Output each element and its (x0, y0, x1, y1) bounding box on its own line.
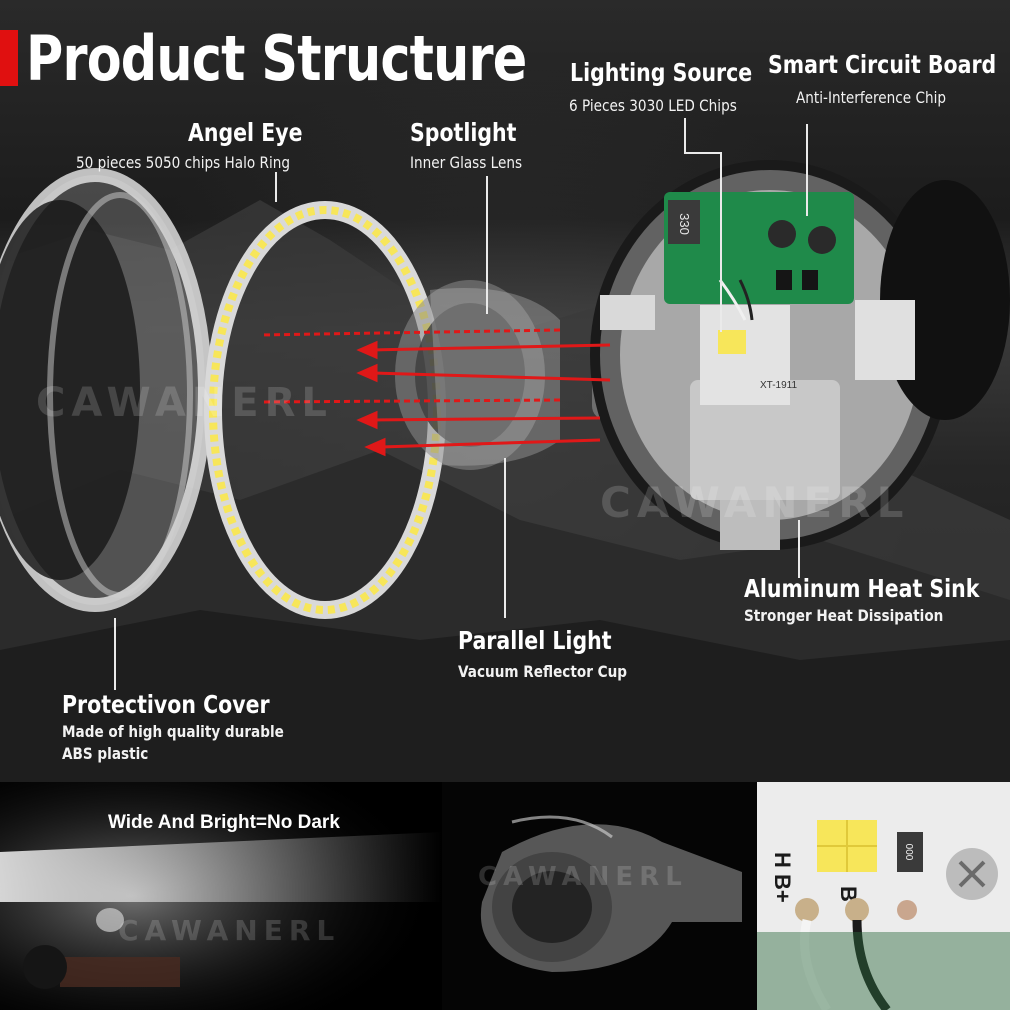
label-aluminum-heat-sink-subtitle: Stronger Heat Dissipation (744, 606, 944, 625)
beam-caption: Wide And Bright=No Dark (108, 812, 340, 833)
pcb-code: XT-1911 (760, 380, 797, 391)
label-angel-eye-subtitle: 50 pieces 5050 chips Halo Ring (76, 153, 290, 172)
label-aluminum-heat-sink-title: Aluminum Heat Sink (744, 574, 980, 603)
leader-line (798, 520, 800, 578)
label-lighting-source-title: Lighting Source (570, 58, 753, 87)
product-illustration: 330 XT-1911 (0, 168, 940, 619)
beam-illustration (0, 782, 442, 1010)
light-direction-arrows (259, 328, 611, 457)
watermark: CAWANERL (118, 914, 341, 947)
pin-label-hb: H B+ (770, 852, 795, 903)
watermark: CAWANERL (600, 478, 910, 527)
resistor-marking: 000 (903, 844, 914, 861)
label-spotlight-title: Spotlight (410, 118, 517, 147)
reflector-lens-panel: CAWANERL (442, 782, 757, 1010)
component-marking: 330 (677, 213, 692, 235)
label-spotlight-subtitle: Inner Glass Lens (410, 153, 523, 172)
page-title: Product Structure (26, 22, 527, 95)
protection-cover-lens (0, 168, 212, 612)
leader-line (504, 458, 506, 618)
leader-line (684, 152, 722, 154)
watermark: CAWANERL (478, 862, 688, 892)
leader-line (806, 124, 808, 216)
aluminum-heat-sink-part (600, 295, 915, 550)
label-smart-circuit-board-subtitle: Anti-Interference Chip (796, 88, 946, 107)
circuit-board: 330 XT-1911 (664, 192, 854, 405)
label-protection-cover-subtitle-line2: ABS plastic (62, 744, 149, 763)
leader-line (275, 172, 277, 202)
leader-line (720, 152, 722, 332)
leader-line (486, 176, 488, 314)
leader-line (114, 618, 116, 690)
led-chip-illustration: 000 H B+ B (757, 820, 1010, 1010)
label-parallel-light-title: Parallel Light (458, 626, 612, 655)
reflector-lens-illustration (480, 815, 742, 972)
beam-demo-panel: Wide And Bright=No Dark CAWANERL (0, 782, 442, 1010)
hero-section: Product Structure (0, 0, 1010, 782)
leader-line (684, 118, 686, 154)
label-protection-cover-subtitle-line1: Made of high quality durable (62, 722, 284, 741)
label-parallel-light-subtitle: Vacuum Reflector Cup (458, 662, 628, 681)
label-angel-eye-title: Angel Eye (188, 118, 303, 147)
label-protection-cover-title: Protectivon Cover (62, 690, 270, 719)
watermark: CAWANERL (36, 380, 333, 426)
led-chip-closeup-panel: 000 H B+ B (757, 782, 1010, 1010)
pin-label-b: B (836, 886, 861, 902)
label-lighting-source-subtitle: 6 Pieces 3030 LED Chips (569, 96, 737, 115)
label-smart-circuit-board-title: Smart Circuit Board (768, 50, 997, 79)
title-accent-bar (0, 30, 18, 86)
